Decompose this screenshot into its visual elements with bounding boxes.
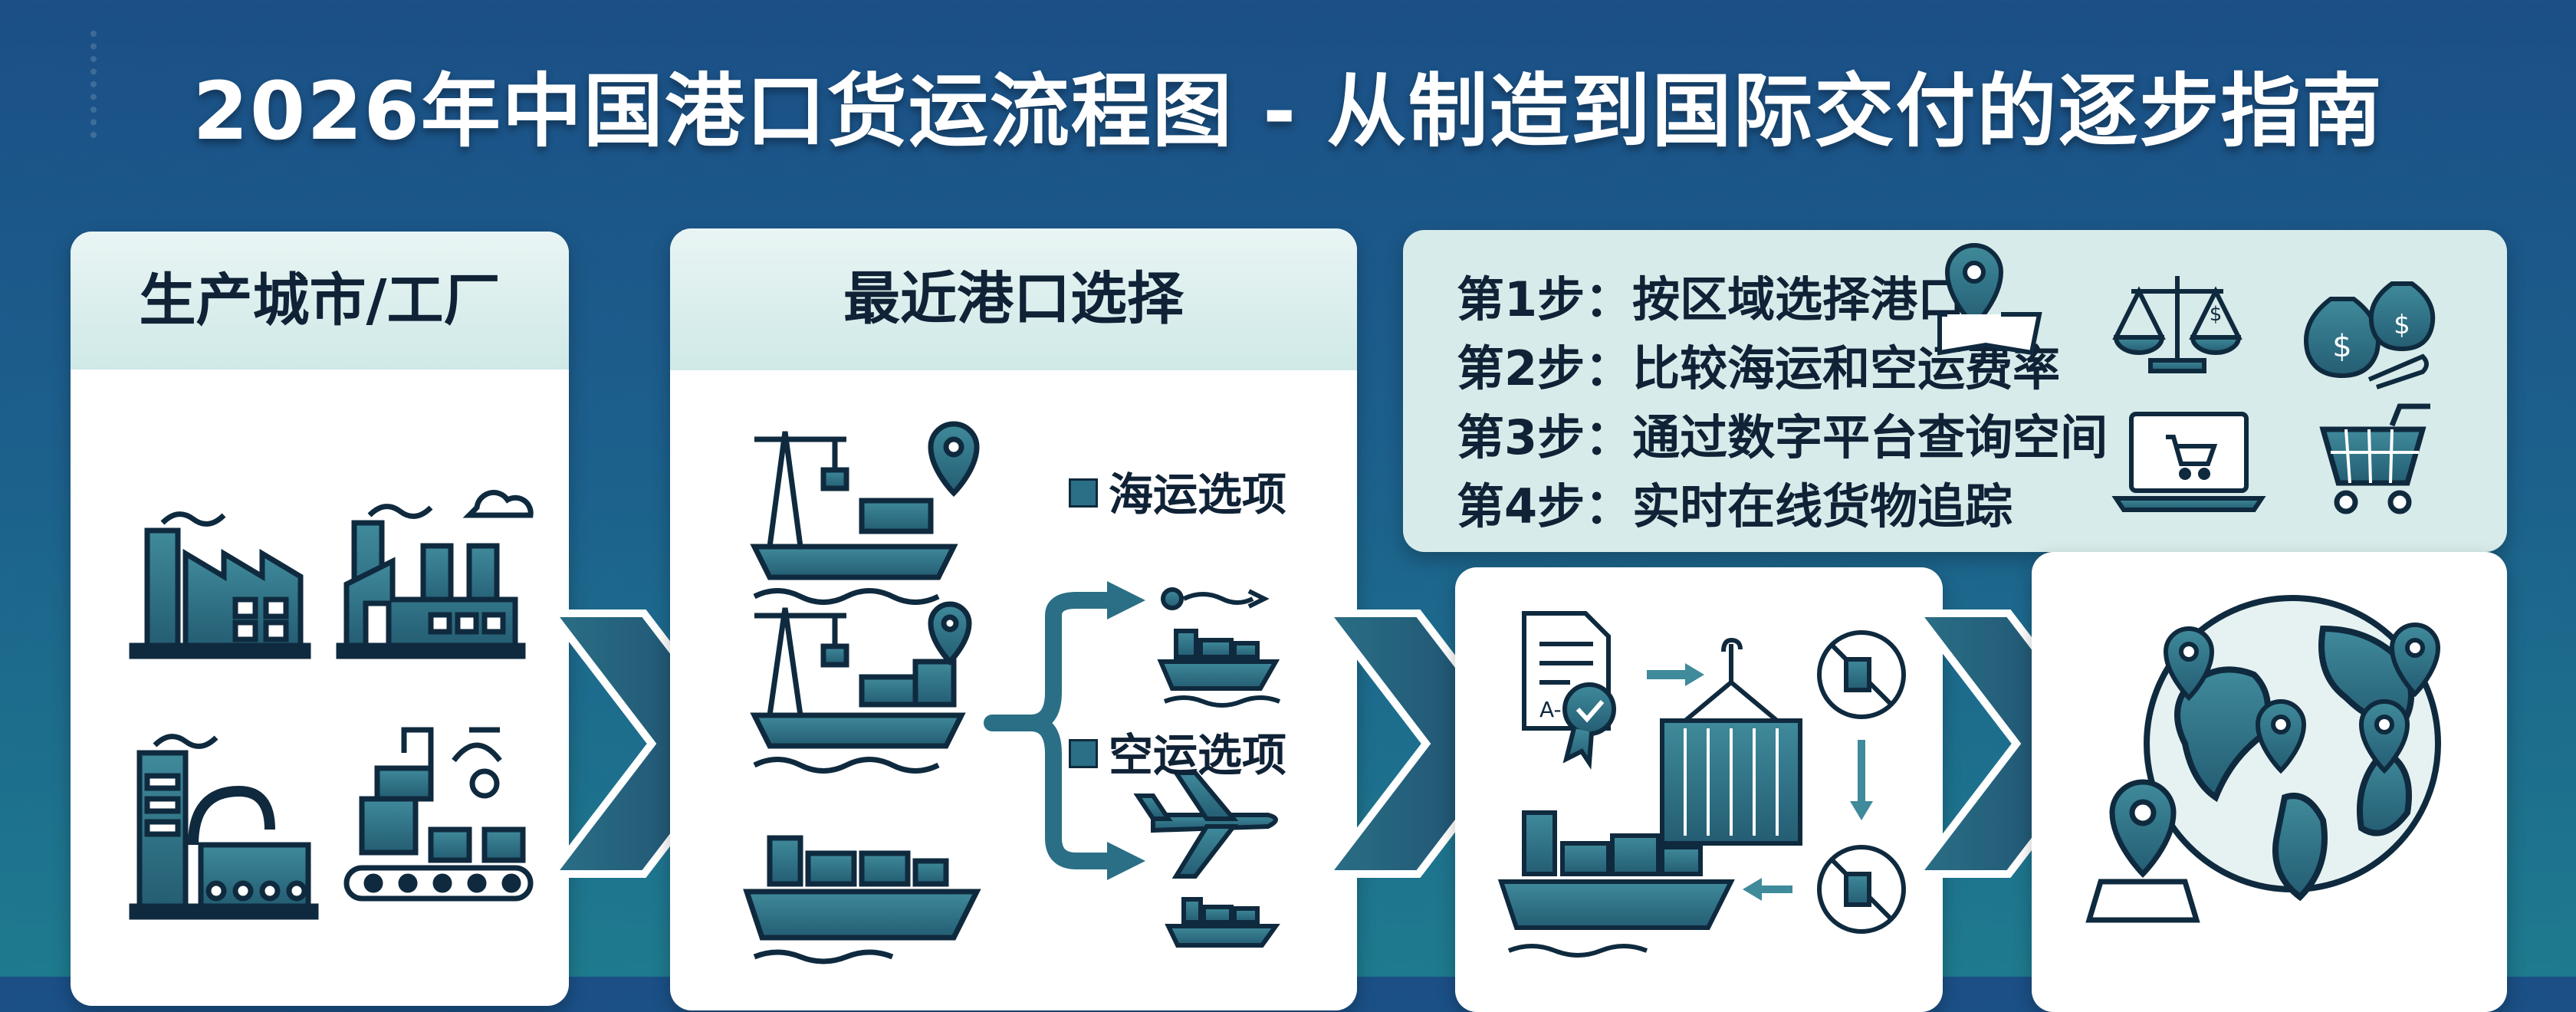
- sea-option-label: 海运选项: [1069, 458, 1286, 523]
- money-bag-icon: $ $: [2304, 281, 2436, 389]
- panel-port-heading: 最近港口选择: [670, 228, 1357, 370]
- svg-text:$: $: [2394, 310, 2410, 340]
- container-ship-icon: [1157, 629, 1281, 708]
- panel-factory: 生产城市/工厂: [71, 232, 569, 1006]
- panel-global: [2032, 552, 2507, 1012]
- global-icons: [2085, 595, 2441, 923]
- step-3: 第3步：通过数字平台查询空间: [1457, 409, 2108, 465]
- balance-scale-icon: $: [2112, 276, 2242, 373]
- folded-map-icon: [2085, 779, 2200, 923]
- infographic-canvas: 2026年中国港口货运流程图 - 从制造到国际交付的逐步指南 生产城市/工厂: [71, 31, 2507, 964]
- crane-container-icon: [1660, 637, 1802, 846]
- air-option-label: 空运选项: [1069, 719, 1286, 784]
- panel-customs: A-: [1455, 567, 1943, 1012]
- port-icons: [743, 421, 1281, 964]
- factory-icon: [336, 490, 534, 659]
- customs-icons: A-: [1497, 611, 1906, 958]
- panel-steps: 第1步：按区域选择港口 第2步：比较海运和空运费率 第3步：通过数字平台查询空间…: [1403, 230, 2507, 552]
- map-pin-icon: [2163, 623, 2441, 774]
- sea-option-text: 海运选项: [1109, 468, 1287, 521]
- customs-stamp-icon: [1817, 630, 1906, 719]
- panel-port: 最近港口选择: [670, 228, 1357, 1010]
- svg-text:A-: A-: [1539, 697, 1562, 722]
- page-title: 2026年中国港口货运流程图 - 从制造到国际交付的逐步指南: [192, 64, 2384, 158]
- panel-factory-heading: 生产城市/工厂: [71, 232, 569, 370]
- svg-text:$: $: [2332, 329, 2351, 364]
- option-bullet: [1069, 738, 1098, 768]
- crane-port-icon: [750, 421, 980, 605]
- factory-icon: [343, 727, 534, 902]
- shopping-cart-icon: [2319, 403, 2430, 514]
- laptop-cart-icon: [2111, 412, 2266, 512]
- customs-stamp-icon: [1817, 845, 1906, 934]
- crane-port-icon: [750, 601, 972, 774]
- container-ship-icon: [1497, 810, 1735, 958]
- factory-icon: [129, 511, 311, 659]
- option-bullet: [1069, 478, 1098, 508]
- route-icon: [1161, 587, 1270, 610]
- branch-arrows: [984, 592, 1116, 869]
- decorative-mark: [90, 31, 127, 138]
- factory-icons: [129, 490, 534, 920]
- document-certificate-icon: A-: [1522, 611, 1616, 770]
- step-1: 第1步：按区域选择港口: [1457, 271, 1966, 327]
- folded-map-icon: [1937, 243, 2042, 356]
- globe-icon: [2144, 595, 2441, 902]
- container-ship-icon: [1165, 897, 1280, 948]
- air-option-text: 空运选项: [1109, 729, 1287, 781]
- step-4: 第4步：实时在线货物追踪: [1457, 478, 2013, 534]
- svg-text:$: $: [2210, 303, 2223, 326]
- factory-icon: [129, 734, 319, 920]
- container-ship-icon: [743, 835, 981, 964]
- airplane-icon: [1133, 770, 1278, 879]
- steps-icons: $ $ $: [1937, 243, 2436, 514]
